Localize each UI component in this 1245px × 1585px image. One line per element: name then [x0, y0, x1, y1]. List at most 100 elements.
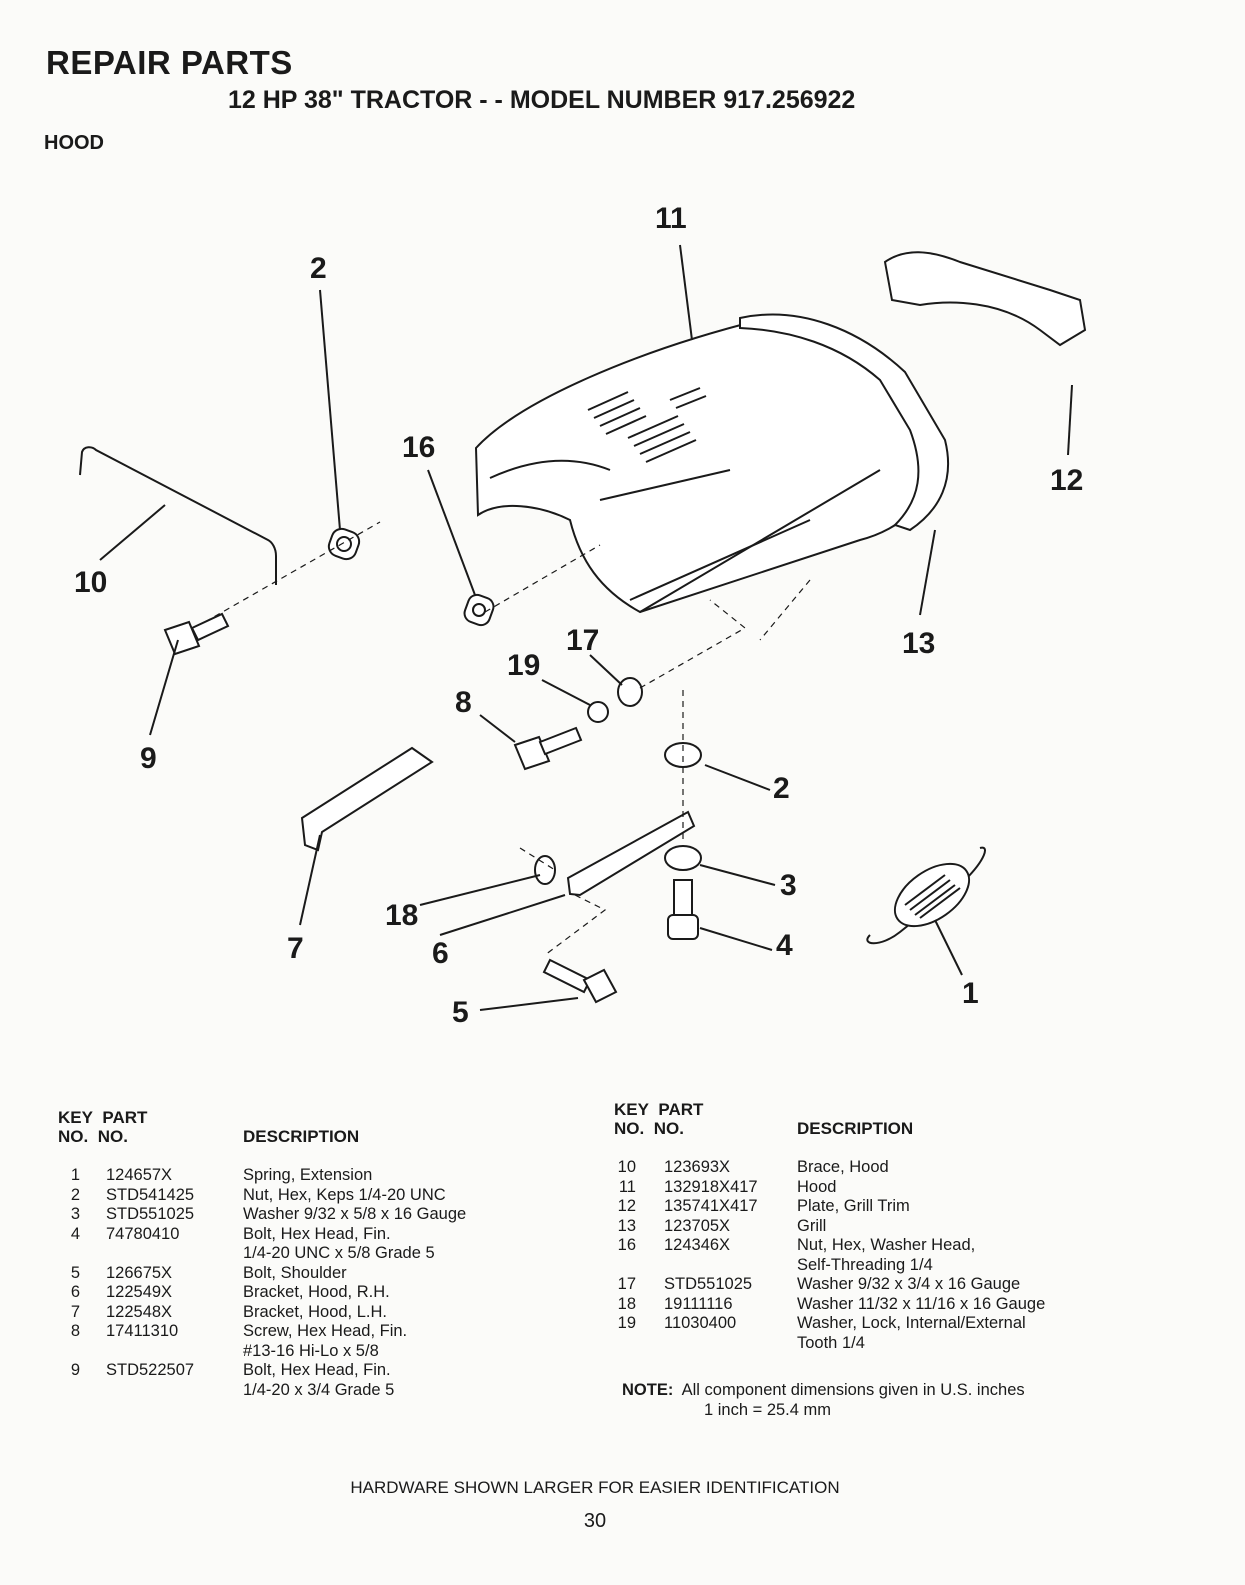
part-description: #13-16 Hi-Lo x 5/8 — [243, 1341, 379, 1360]
part-number: 135741X417 — [664, 1197, 758, 1215]
part-description: Washer 11/32 x 11/16 x 16 Gauge — [797, 1294, 1046, 1313]
callout-6: 6 — [432, 937, 449, 970]
exploded-parts-diagram: 1 2 3 4 5 6 7 8 9 10 11 12 13 16 17 18 1… — [74, 202, 1087, 1029]
extension-spring-part — [866, 846, 986, 945]
col-key-top-right: KEY — [614, 1100, 649, 1119]
key-number: 18 — [617, 1294, 636, 1313]
key-number: 2 — [70, 1185, 80, 1204]
part-description: Brace, Hood — [797, 1158, 889, 1176]
part-description: Washer, Lock, Internal/External — [797, 1314, 1026, 1332]
hood-brace-part — [79, 446, 277, 585]
part-description: Bolt, Hex Head, Fin. — [243, 1361, 391, 1379]
note-block: NOTE: All component dimensions given in … — [622, 1380, 1025, 1420]
grill-part — [739, 313, 950, 532]
note-label: NOTE: — [622, 1381, 674, 1399]
key-number: 11 — [618, 1177, 636, 1196]
key-number: 10 — [617, 1158, 636, 1176]
callout-16: 16 — [402, 431, 435, 464]
part-description: Washer 9/32 x 3/4 x 16 Gauge — [797, 1275, 1021, 1293]
key-number: 4 — [70, 1224, 80, 1243]
hood-bracket-rh-part — [566, 810, 696, 897]
col-key-bottom-right: NO. — [614, 1119, 645, 1138]
key-number: 5 — [70, 1263, 80, 1282]
part-description: Plate, Grill Trim — [797, 1197, 910, 1215]
part-description: Tooth 1/4 — [797, 1333, 865, 1352]
part-description: 1/4-20 UNC x 5/8 Grade 5 — [243, 1244, 435, 1262]
callout-9: 9 — [140, 742, 157, 775]
callout-13: 13 — [902, 627, 935, 660]
grill-trim-part — [883, 251, 1087, 347]
part-number: STD551025 — [664, 1275, 753, 1293]
part-number: 11030400 — [664, 1314, 737, 1332]
callout-2: 2 — [310, 252, 327, 285]
part-number: 123705X — [664, 1216, 731, 1235]
page-title: REPAIR PARTS — [46, 44, 293, 81]
part-description: Bracket, Hood, L.H. — [243, 1302, 387, 1321]
callout-10: 10 — [74, 566, 107, 599]
callout-17: 17 — [566, 624, 599, 657]
part-description: Nut, Hex, Keps 1/4-20 UNC — [243, 1185, 446, 1204]
col-description: DESCRIPTION — [243, 1127, 360, 1146]
callout-1: 1 — [962, 977, 979, 1010]
col-part-top-right: PART — [658, 1100, 704, 1119]
part-description: 1/4-20 x 3/4 Grade 5 — [243, 1380, 395, 1399]
key-number: 16 — [617, 1236, 636, 1254]
callout-7: 7 — [287, 932, 304, 965]
callout-12: 12 — [1050, 464, 1083, 497]
section-title: HOOD — [44, 132, 104, 154]
footer-note: HARDWARE SHOWN LARGER FOR EASIER IDENTIF… — [350, 1478, 840, 1497]
callout-18: 18 — [385, 899, 418, 932]
part-number: 124346X — [664, 1236, 731, 1254]
part-description: Screw, Hex Head, Fin. — [243, 1322, 408, 1340]
callout-3: 3 — [780, 869, 797, 902]
part-number: 122548X — [106, 1302, 173, 1321]
callout-11: 11 — [655, 202, 687, 235]
part-description: Grill — [797, 1216, 827, 1235]
part-description: Spring, Extension — [243, 1166, 373, 1184]
part-number: STD522507 — [106, 1361, 195, 1379]
hood-bracket-lh-part — [300, 746, 434, 852]
part-number: 17411310 — [106, 1322, 179, 1340]
assembly-lines — [204, 521, 811, 956]
callout-8: 8 — [455, 686, 472, 719]
key-number: 19 — [617, 1314, 636, 1332]
part-description: Self-Threading 1/4 — [797, 1255, 933, 1274]
hardware-parts — [163, 527, 702, 1004]
col-part-bottom-right: NO. — [653, 1119, 684, 1138]
key-number: 9 — [70, 1361, 80, 1379]
key-number: 6 — [70, 1283, 80, 1301]
part-number: 123693X — [664, 1158, 731, 1176]
key-number: 1 — [70, 1166, 80, 1184]
note-line-2: 1 inch = 25.4 mm — [704, 1401, 832, 1419]
callout-5: 5 — [452, 996, 469, 1029]
part-number: 19111116 — [664, 1294, 733, 1313]
note-line-1: All component dimensions given in U.S. i… — [681, 1381, 1025, 1399]
key-number: 8 — [70, 1322, 80, 1340]
col-key-top: KEY — [58, 1108, 93, 1127]
part-number: 74780410 — [106, 1224, 180, 1243]
part-number: 132918X417 — [664, 1177, 758, 1196]
key-number: 17 — [617, 1275, 636, 1293]
key-number: 12 — [617, 1197, 636, 1215]
model-subtitle: 12 HP 38" TRACTOR - - MODEL NUMBER 917.2… — [228, 86, 856, 114]
part-number: STD551025 — [106, 1205, 195, 1223]
callout-2-lower: 2 — [773, 772, 790, 805]
part-description: Bolt, Hex Head, Fin. — [243, 1224, 391, 1243]
key-number: 13 — [617, 1216, 636, 1235]
page-number: 30 — [583, 1510, 607, 1532]
part-number: 124657X — [106, 1166, 173, 1184]
callout-4: 4 — [776, 929, 793, 962]
part-number: STD541425 — [106, 1185, 195, 1204]
part-description: Nut, Hex, Washer Head, — [797, 1236, 976, 1254]
part-number: 126675X — [106, 1263, 173, 1282]
col-key-bottom: NO. — [58, 1127, 89, 1146]
part-number: 122549X — [106, 1283, 173, 1301]
callout-19: 19 — [507, 649, 540, 682]
part-description: Bracket, Hood, R.H. — [243, 1283, 390, 1301]
col-description-right: DESCRIPTION — [797, 1119, 914, 1138]
part-description: Hood — [797, 1177, 837, 1196]
leader-lines — [99, 244, 1073, 1011]
part-description: Bolt, Shoulder — [243, 1263, 347, 1282]
col-part-bottom: NO. — [97, 1127, 128, 1146]
part-description: Washer 9/32 x 5/8 x 16 Gauge — [243, 1205, 467, 1223]
